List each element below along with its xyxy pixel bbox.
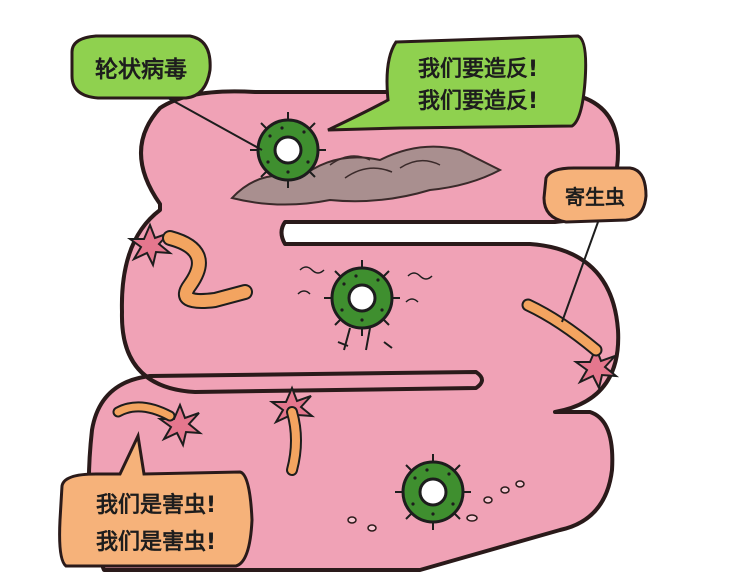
virus-speech-line-2: 我们要造反!	[418, 89, 538, 114]
pests-speech-line-2: 我们是害虫!	[96, 529, 216, 555]
rotavirus-icon	[393, 452, 473, 532]
rotavirus-label: 轮状病毒	[70, 34, 263, 151]
virus-speech-line-1: 我们要造反!	[418, 57, 538, 82]
worm-icon	[112, 401, 201, 446]
debris-dots	[347, 480, 525, 532]
rotavirus-label-text: 轮状病毒	[95, 56, 187, 83]
rotavirus-icon	[297, 258, 433, 351]
worm-icon	[521, 298, 617, 389]
parasite-label: 寄生虫	[542, 166, 648, 323]
intestine-shape	[86, 89, 621, 572]
parasite-label-text: 寄生虫	[565, 185, 625, 209]
pests-speech-line-1: 我们是害虫!	[96, 492, 216, 518]
worm-icon	[129, 224, 253, 309]
virus-speech-bubble: 我们要造反! 我们要造反!	[327, 34, 588, 132]
pests-speech-bubble: 我们是害虫! 我们是害虫!	[58, 430, 254, 568]
worm-icon	[271, 387, 313, 476]
